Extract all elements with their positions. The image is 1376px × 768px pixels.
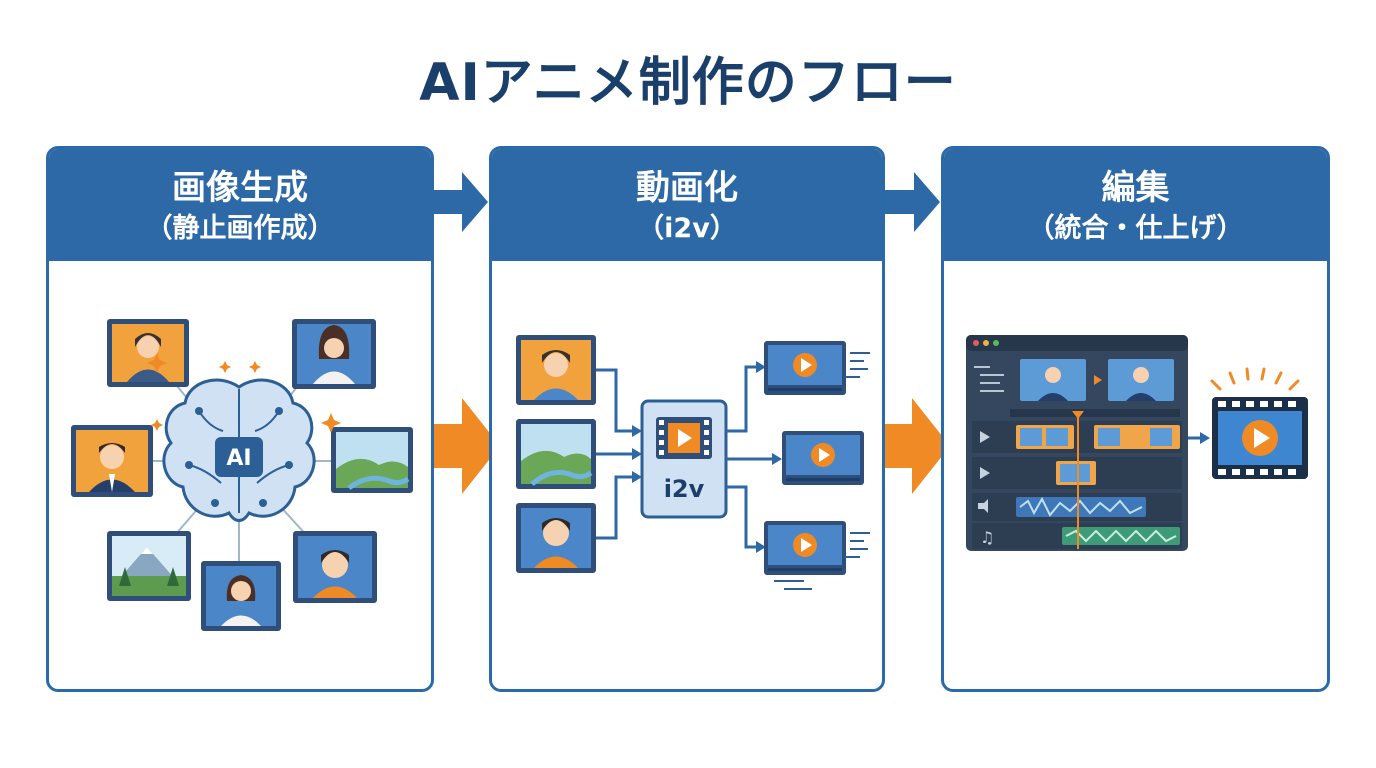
portrait-boy-icon (293, 531, 377, 603)
panel-header: 動画化 （i2v） (492, 149, 882, 261)
step-title: 画像生成 (172, 168, 308, 208)
header-arrow-2-icon (884, 172, 940, 232)
audio-wave-icon: ♫ (972, 411, 1182, 549)
landscape-icon (331, 427, 413, 493)
portrait-woman-icon (292, 319, 376, 389)
film-play-icon (1210, 367, 1308, 479)
portrait-man-icon (71, 425, 153, 497)
step-panel-video-conversion: 動画化 （i2v） (489, 146, 885, 692)
step-panel-editing: 編集 （統合・仕上げ） (941, 146, 1330, 692)
step-subtitle: （統合・仕上げ） (1027, 213, 1244, 244)
portrait-boy-icon (516, 503, 596, 573)
panel-header: 編集 （統合・仕上げ） (944, 149, 1327, 261)
step-subtitle: （静止画作成） (145, 213, 335, 244)
ai-brain-icon: AI (162, 378, 316, 522)
header-arrow-1-icon (432, 172, 488, 232)
step-title: 編集 (1101, 168, 1170, 208)
portrait-woman-icon (107, 319, 189, 387)
portrait-woman-icon (516, 335, 596, 405)
step-panel-image-generation: 画像生成 （静止画作成） (46, 146, 434, 692)
video-clip-icon (764, 521, 870, 590)
landscape-icon (516, 419, 596, 489)
page-title: AIアニメ制作のフロー (419, 53, 957, 113)
svg-text:♫: ♫ (980, 528, 994, 547)
video-clip-icon (782, 431, 864, 485)
step-title: 動画化 (636, 168, 738, 208)
video-clip-icon (764, 341, 870, 395)
panel-body: AI (49, 261, 431, 689)
portrait-woman-icon (201, 561, 281, 631)
i2v-converter-icon: i2v (640, 399, 728, 519)
step-subtitle: （i2v） (637, 213, 737, 244)
flow-arrow-1-icon (424, 398, 500, 494)
panel-body: ♫ (944, 261, 1327, 689)
flow-arrow-2-icon (874, 398, 950, 494)
sparkle-icon (147, 353, 341, 433)
i2v-label: i2v (664, 475, 705, 503)
mountain-icon (107, 531, 191, 601)
panel-header: 画像生成 （静止画作成） (49, 149, 431, 261)
panel-body: i2v (492, 261, 882, 689)
ai-label: AI (226, 446, 251, 471)
